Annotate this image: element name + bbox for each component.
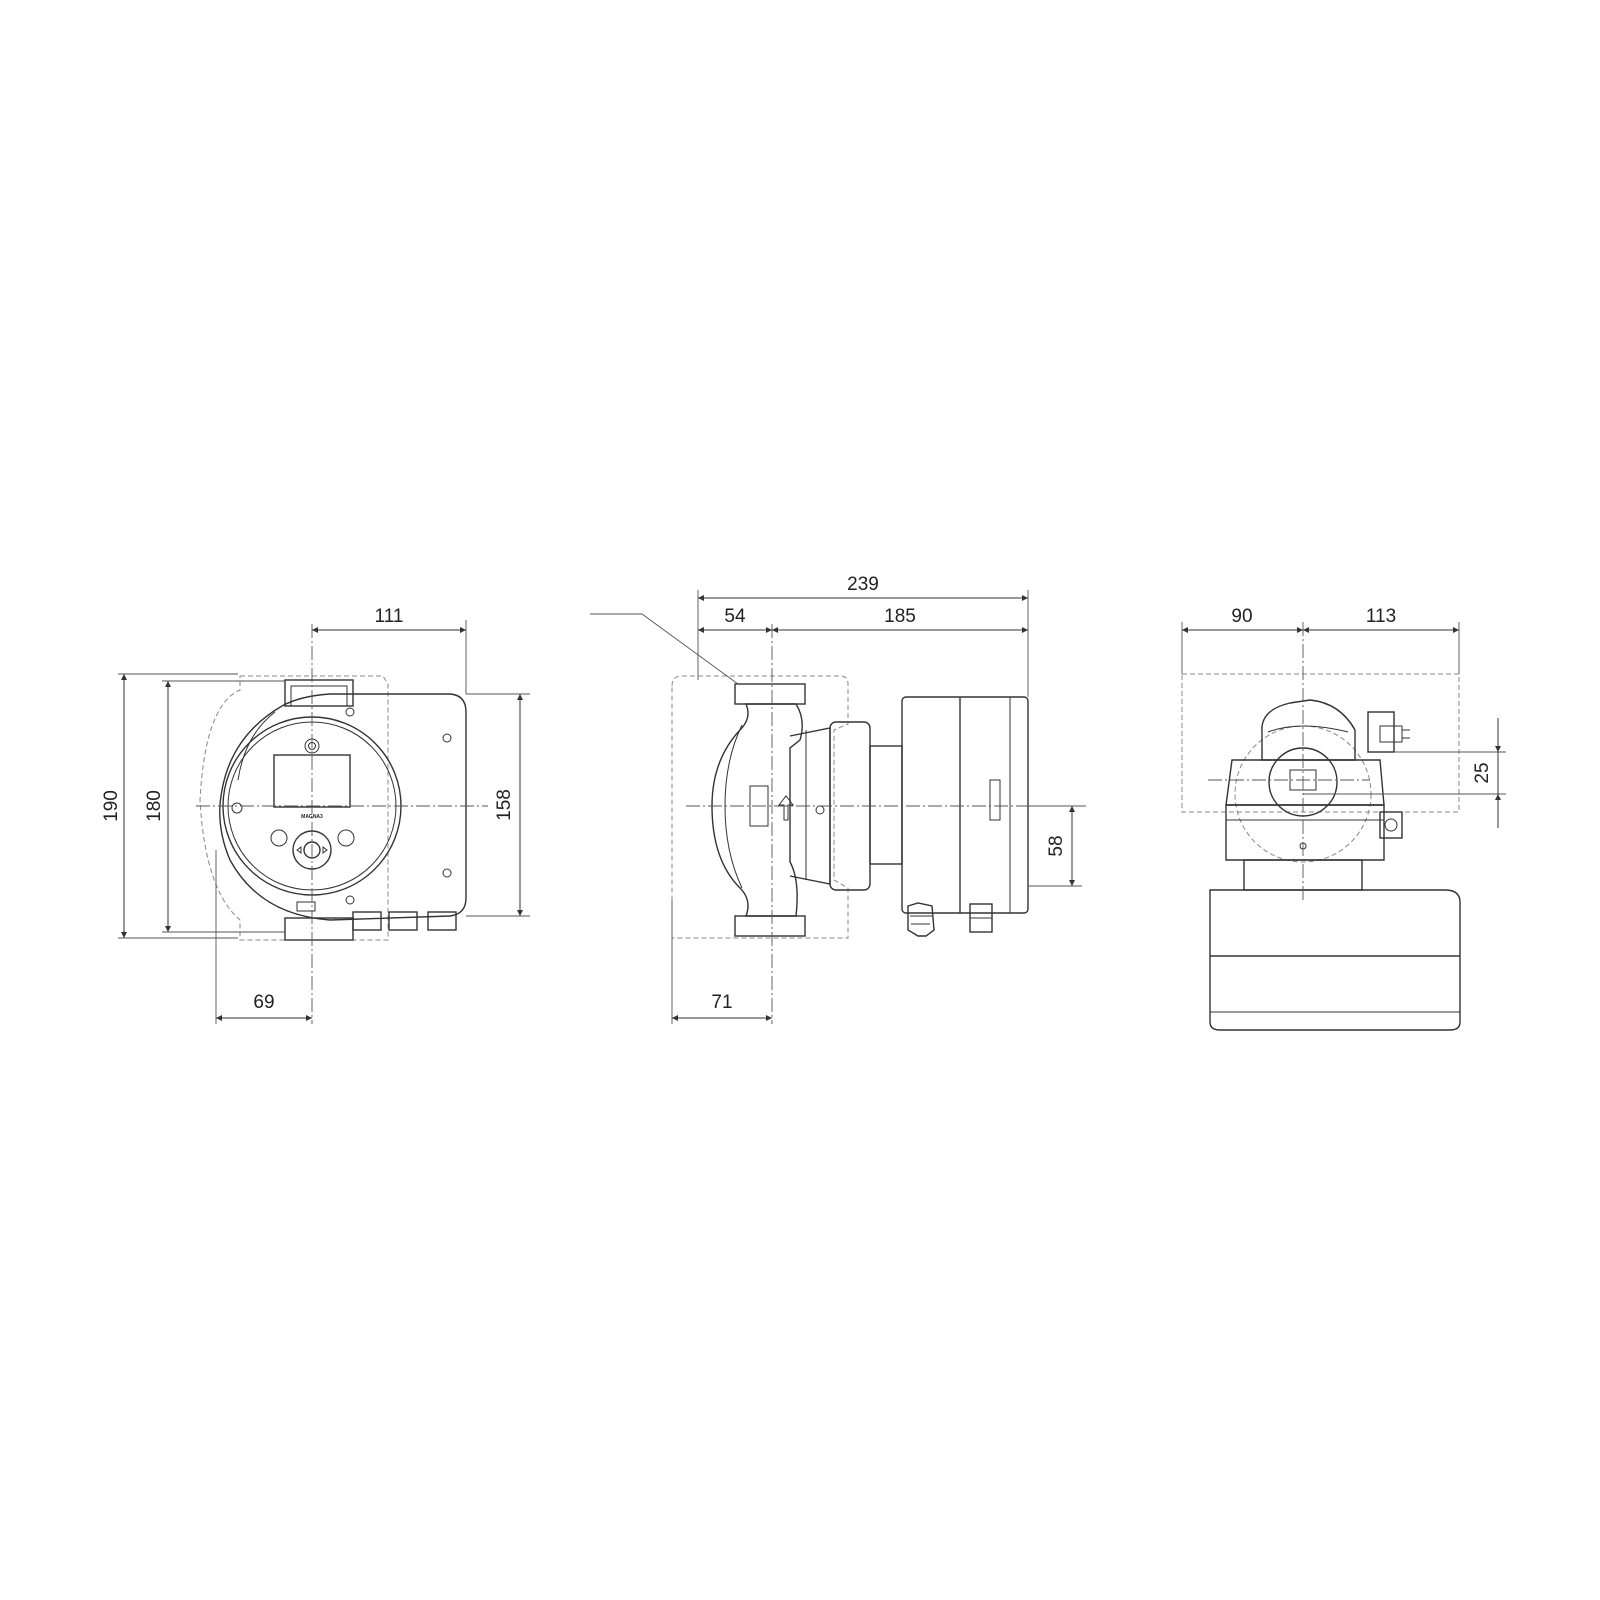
end-clamp: [1225, 759, 1385, 806]
vent-screw: [815, 805, 825, 815]
dim-158: 158: [494, 789, 515, 821]
side-bottom-flange: [734, 915, 806, 937]
top-flange: [284, 679, 354, 707]
dim-58: 58: [1046, 835, 1067, 856]
dim-111: 111: [375, 606, 404, 627]
dim-69: 69: [253, 992, 274, 1013]
housing-port: [749, 785, 769, 827]
body-contour: [237, 711, 276, 781]
dim-180: 180: [144, 790, 165, 822]
screw: [345, 895, 355, 905]
cable-gland: [427, 911, 457, 931]
home-button: [270, 829, 288, 847]
favourites-button: [337, 829, 355, 847]
nav-arrows: [296, 846, 328, 854]
end-housing-block: [1225, 804, 1385, 861]
dim-54: 54: [724, 606, 746, 627]
side-control-box: [901, 696, 1029, 914]
front-envelope: [199, 675, 389, 941]
dim-239: 239: [847, 574, 879, 595]
cable-gland: [352, 911, 382, 931]
side-envelope: [671, 675, 849, 939]
screw: [442, 868, 452, 878]
end-top-connection: [1261, 699, 1356, 761]
pump-housing: [711, 703, 803, 917]
flow-arrow-icon: [777, 795, 795, 821]
vent-screw: [231, 802, 243, 814]
screw: [442, 733, 452, 743]
end-cable-gland: [1379, 811, 1403, 839]
dim-25: 25: [1472, 762, 1493, 783]
cable-gland: [907, 902, 935, 937]
side-top-flange: [734, 683, 806, 705]
leader-line: [590, 613, 739, 685]
dim-71: 71: [711, 992, 732, 1013]
control-box: [219, 693, 467, 921]
terminal: [296, 901, 316, 912]
dim-185: 185: [884, 606, 916, 627]
end-view: 90 113 25: [1181, 606, 1506, 1031]
cable-gland: [388, 911, 418, 931]
dim-190: 190: [101, 790, 122, 822]
top-flange-inner: [290, 685, 348, 707]
front-view: MAGNA3 111 190 180: [101, 606, 530, 1024]
bottom-flange: [284, 917, 354, 941]
side-latch: [989, 779, 1001, 821]
end-envelope: [1181, 673, 1460, 813]
stator-housing: [869, 745, 903, 865]
control-box-bottom: [1209, 889, 1461, 1031]
screw: [345, 707, 355, 717]
side-view: 239 54 185 58 71: [590, 574, 1086, 1024]
dim-90: 90: [1231, 606, 1252, 627]
plug-connector: [1367, 711, 1395, 753]
dim-113: 113: [1366, 606, 1396, 627]
